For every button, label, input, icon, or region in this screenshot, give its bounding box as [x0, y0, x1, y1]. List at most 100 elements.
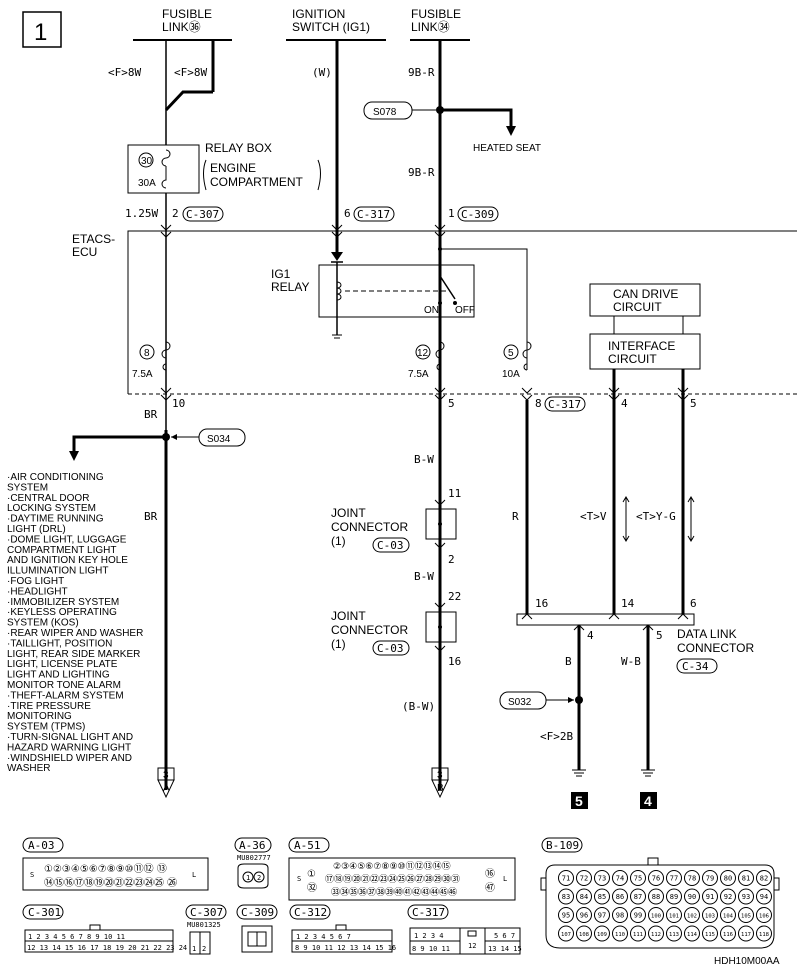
b109-pin — [612, 870, 628, 886]
b109-pin-label: 112 — [651, 932, 661, 938]
systems-list-item: ·AIR CONDITIONING — [7, 472, 104, 483]
conn-a03-row2: ⑭⑮⑯⑰⑱⑲⑳㉑㉒㉓㉔㉕ ㉖ — [44, 877, 177, 889]
page-number-box — [22, 11, 62, 48]
b109-pin — [756, 907, 772, 923]
systems-list-item: SYSTEM (TPMS) — [7, 722, 85, 733]
ground-symbols — [572, 769, 655, 777]
continuation-b-num: 3 — [437, 770, 443, 781]
b109-pin-label: 116 — [723, 932, 733, 938]
conn-a03-s: S — [30, 871, 34, 879]
conn-a36-p2: 2 — [257, 874, 261, 882]
conn-c317b-tag-label: C-317 — [548, 398, 581, 411]
conn-c307-part: MU801325 — [187, 921, 221, 929]
fusible-link-36-label-2: LINK㊱ — [162, 20, 201, 34]
conn-c309-face — [241, 925, 273, 953]
b109-pin-label: 80 — [724, 875, 732, 883]
b109-pin-label: 89 — [670, 893, 678, 901]
wire-bw-2: B-W — [414, 570, 434, 583]
b109-pin — [612, 888, 628, 905]
conn-c317-row1a: 1 2 3 4 — [414, 932, 444, 940]
conn-c317-tag-label: C-317 — [357, 208, 390, 221]
conn-c317-code: C-317 — [412, 906, 445, 919]
jc1-label-2: CONNECTOR — [331, 520, 408, 534]
b109-pin — [558, 907, 574, 923]
joint-connector-1 — [425, 508, 457, 540]
fuse-5-num: 5 — [508, 348, 514, 359]
conn-c317-tag — [353, 206, 395, 222]
conn-c312-tag — [289, 904, 331, 920]
conn-a03-row1: ①②③④⑤⑥⑦⑧⑨⑩⑪⑫ ⑬ — [44, 863, 167, 875]
fusible-link-36-label: FUSIBLE — [162, 7, 212, 21]
systems-list-item: SYSTEM (KOS) — [7, 618, 79, 629]
splice-s032-label: S032 — [508, 697, 532, 708]
conn-c307-code: C-307 — [190, 906, 223, 919]
b109-pin — [576, 925, 592, 942]
b109-pin — [576, 870, 592, 886]
conn-c307-p1: 1 — [192, 945, 196, 953]
conn-a36-part: MU802777 — [237, 854, 271, 862]
continuation-b-letter: B — [437, 783, 444, 794]
conn-c309-tag-face — [236, 904, 278, 920]
b109-pin — [738, 907, 754, 923]
pin-jc-22: 22 — [448, 590, 461, 603]
pin-top-1: 1 — [448, 207, 455, 220]
conn-c317b-tag — [544, 396, 586, 412]
ig1-relay-label-2: RELAY — [271, 280, 309, 294]
conn-a03-code: A-03 — [28, 839, 55, 852]
splice-s032-dot — [575, 696, 583, 704]
pin-bot-5b: 5 — [690, 397, 697, 410]
b109-pin-label: 88 — [652, 893, 660, 901]
b109-pin — [594, 925, 610, 942]
branch-10a — [440, 248, 528, 370]
b109-pin-label: 106 — [759, 914, 769, 920]
b109-pin-label: 93 — [742, 893, 750, 901]
conn-c307-p2: 2 — [202, 945, 206, 953]
pin-jc-11: 11 — [448, 487, 461, 500]
conn-a51-row3: ㉝㉞㉟㊱㊲㊳㊴㊵㊶㊷㊸㊹㊺㊻ — [331, 887, 457, 898]
conn-c301-row2: 12 13 14 15 16 17 18 19 20 21 22 23 24 — [27, 944, 187, 952]
conn-c307-tag-face — [185, 904, 227, 920]
conn-a36-face — [237, 863, 269, 889]
fuse-12 — [415, 341, 445, 371]
systems-list-item: ·HEADLIGHT — [7, 586, 68, 597]
b109-pin — [594, 907, 610, 923]
fuse-12-rating: 7.5A — [408, 369, 429, 380]
b109-pin-label: 81 — [742, 875, 750, 883]
b109-pin — [702, 870, 718, 886]
relay-contact-off — [453, 301, 457, 305]
wire-f8w-a: <F>8W — [108, 66, 141, 79]
heated-seat-label: HEATED SEAT — [473, 143, 541, 154]
b109-pin-label: 118 — [759, 932, 769, 938]
b109-pin-label: 79 — [706, 875, 714, 883]
can-drive-label-2: CIRCUIT — [613, 300, 662, 314]
fuse-5 — [503, 341, 532, 371]
conn-c309-tag-label: C-309 — [461, 208, 494, 221]
fuse-8 — [139, 341, 171, 371]
conn-c301-row1: 1 2 3 4 5 6 7 8 9 10 11 — [28, 933, 125, 941]
ground-ref-5-label: 5 — [575, 793, 583, 809]
paren-right — [317, 159, 321, 191]
b109-pin — [684, 888, 700, 905]
b109-pin-label: 100 — [651, 914, 661, 920]
arrow-down — [69, 451, 79, 461]
systems-list-item: LIGHT, REAR SIDE MARKER — [7, 649, 140, 660]
b109-pin — [702, 888, 718, 905]
interface-box — [589, 333, 701, 370]
b109-pin-label: 86 — [616, 893, 624, 901]
wire-tyg-label: <T>Y-G — [636, 510, 676, 523]
jc2-code: C-03 — [377, 642, 404, 655]
systems-list-item: SYSTEM — [7, 482, 48, 493]
b109-pin-label: 77 — [670, 875, 678, 883]
relay-switch — [439, 275, 456, 300]
systems-list-item: LIGHT (DRL) — [7, 524, 66, 535]
data-link-code-tag — [676, 658, 718, 674]
pin-dl-6: 6 — [690, 597, 697, 610]
fuse-30-circle — [138, 152, 154, 168]
continuation-a-num: 3 — [163, 770, 169, 781]
b109-pin-label: 72 — [580, 875, 588, 883]
b109-pin-label: 104 — [723, 914, 734, 920]
conn-a36-code: A-36 — [239, 839, 266, 852]
fusible-link-34-label: FUSIBLE — [411, 7, 461, 21]
b109-pin — [558, 888, 574, 905]
b109-pin — [720, 870, 736, 886]
